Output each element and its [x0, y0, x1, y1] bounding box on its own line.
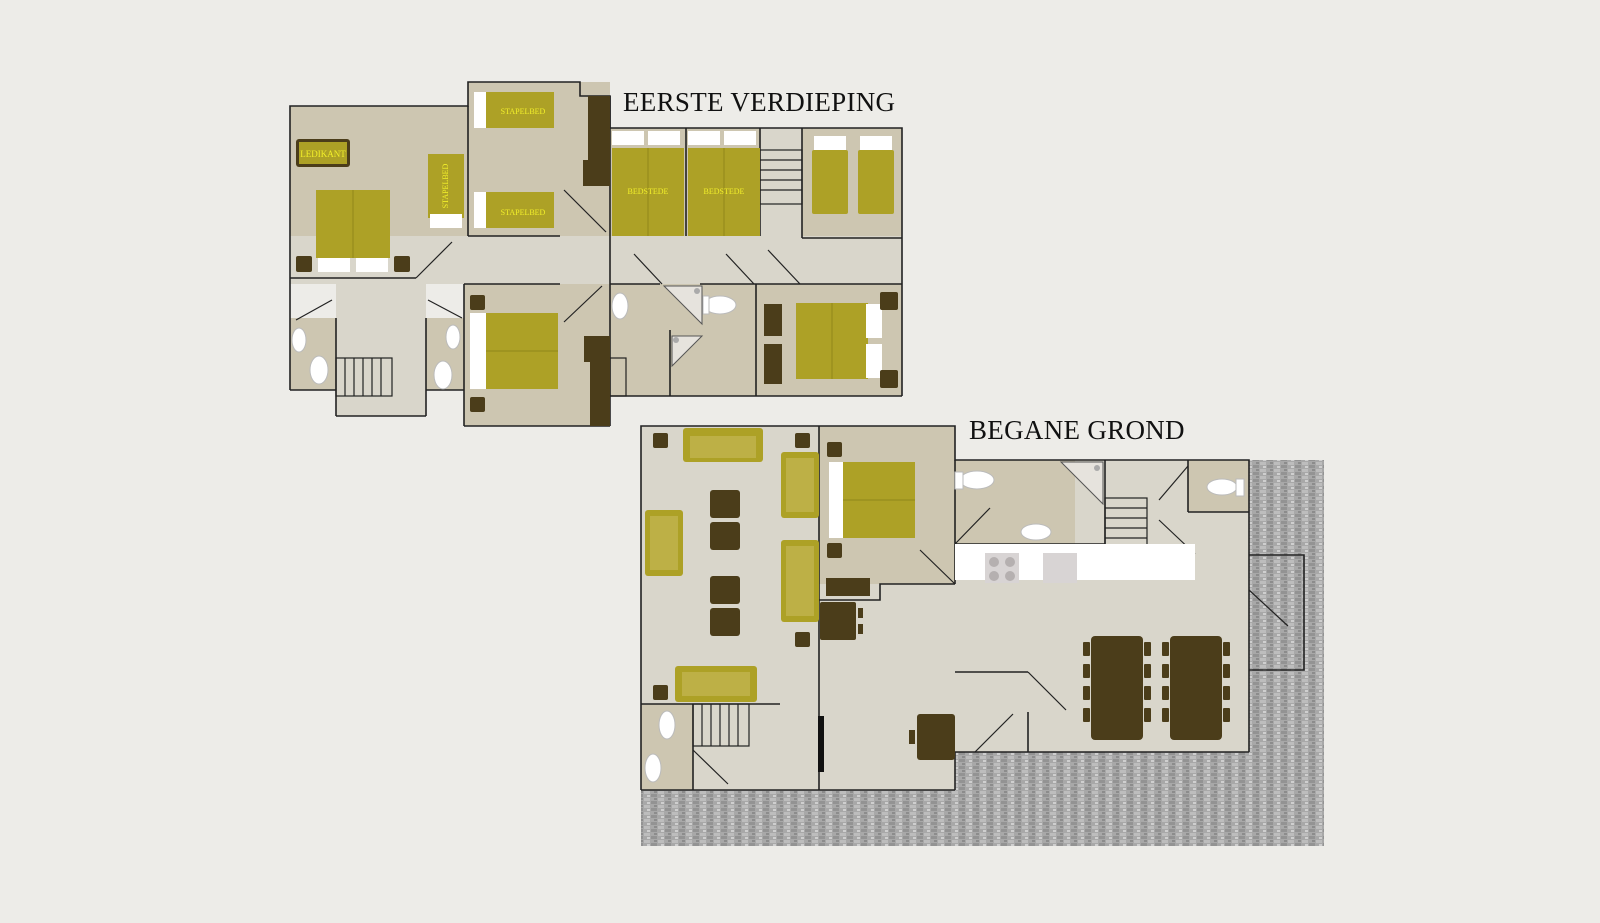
- stapelbed-label-bottom: STAPELBED: [501, 208, 546, 217]
- ground-toilets: [644, 470, 1245, 783]
- wardrobes: [583, 96, 610, 426]
- master-bedroom-furniture: LEDIKANT STAPELBED: [296, 139, 464, 272]
- upper-stairs: [335, 149, 803, 397]
- bathroom-fixtures: [611, 285, 737, 368]
- living-furniture: [645, 428, 819, 702]
- upper-stair-hall: [760, 128, 802, 236]
- upper-bedroom-middle-furniture: [470, 295, 558, 412]
- ground-floor-title: BEGANE GROND: [969, 415, 1185, 445]
- dining-tables: [1083, 636, 1230, 740]
- upper-bedroom-right-furniture: [764, 292, 898, 388]
- ground-shower: [1059, 461, 1104, 506]
- ground-door-swings: [692, 465, 1289, 785]
- bedstede-label-left: BEDSTEDE: [628, 187, 669, 196]
- kitchen-sink: [1043, 553, 1077, 583]
- bunk-beds: STAPELBED STAPELBED: [474, 92, 554, 228]
- twin-beds: [812, 136, 894, 214]
- stapelbed-label-vertical: STAPELBED: [441, 163, 450, 208]
- upper-door-swings: [295, 189, 801, 323]
- ground-floor: [640, 425, 1324, 846]
- bedstede-beds: BEDSTEDE BEDSTEDE: [612, 131, 760, 236]
- ledikant-label: LEDIKANT: [300, 149, 346, 159]
- upper-floor-title: EERSTE VERDIEPING: [623, 87, 896, 117]
- bedstede-label-right: BEDSTEDE: [704, 187, 745, 196]
- upper-toilets: [291, 324, 461, 390]
- ground-bedroom-furniture: [818, 442, 955, 772]
- ground-stair-room: [1105, 460, 1185, 554]
- upper-floor: LEDIKANT STAPELBED STAPELBED STAPELBED: [289, 81, 903, 427]
- stapelbed-label-top: STAPELBED: [501, 107, 546, 116]
- upper-corridor: [290, 236, 902, 284]
